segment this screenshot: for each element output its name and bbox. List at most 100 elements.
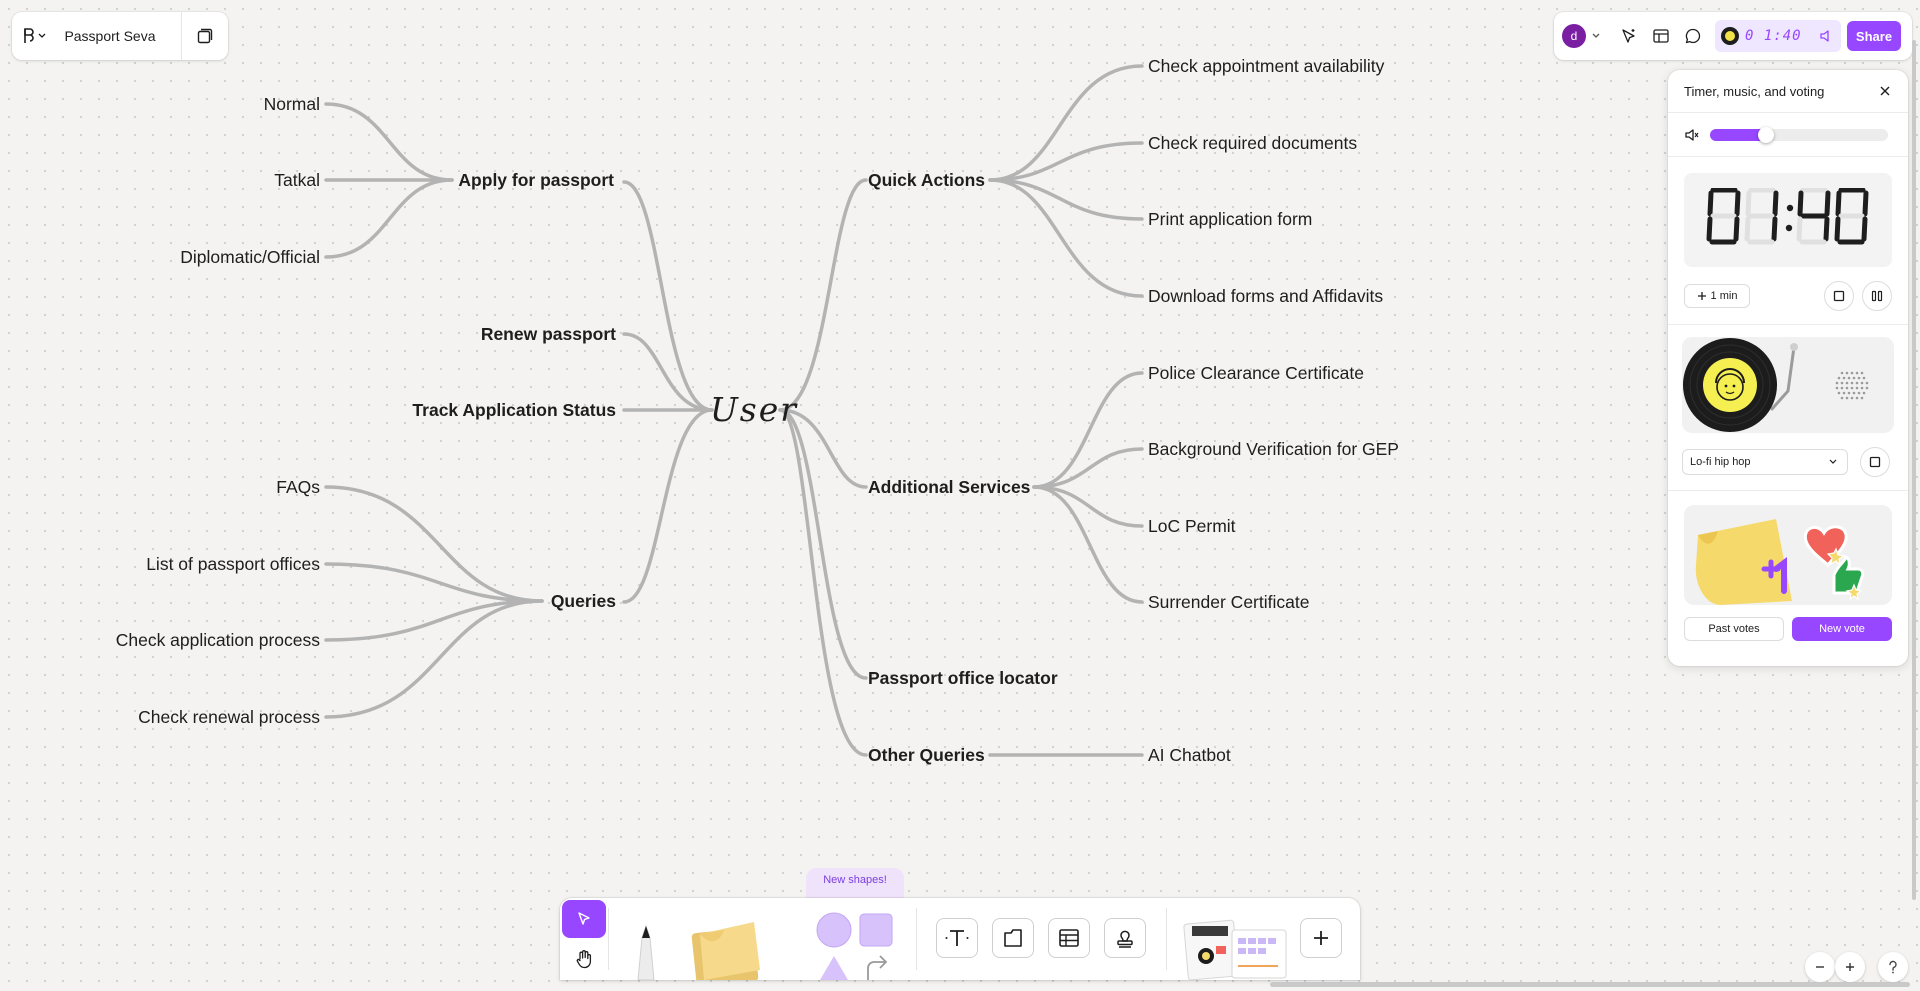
past-votes-button[interactable]: Past votes (1684, 617, 1784, 641)
node-passport-office-locator[interactable]: Passport office locator (868, 668, 1058, 688)
node-check-required-documents[interactable]: Check required documents (1148, 133, 1358, 153)
panel-title: Timer, music, and voting (1684, 83, 1825, 99)
vinyl-record-illustration (1683, 338, 1869, 432)
node-check-appointment-availability[interactable]: Check appointment availability (1148, 56, 1385, 76)
node-loc-permit[interactable]: LoC Permit (1148, 516, 1236, 536)
node-surrender-certificate[interactable]: Surrender Certificate (1148, 592, 1310, 612)
stop-icon (1833, 290, 1845, 302)
ai-actions-button[interactable] (1613, 20, 1645, 52)
node-other-queries[interactable]: Other Queries (868, 745, 985, 765)
connector (324, 102, 454, 182)
text-tool-button[interactable] (936, 918, 978, 958)
connector (1032, 371, 1144, 489)
zoom-out-button[interactable] (1805, 952, 1835, 982)
connector (324, 485, 544, 603)
timer-section: 1 min (1668, 156, 1908, 324)
new-vote-button[interactable]: New vote (1792, 617, 1892, 641)
connector (324, 599, 544, 719)
share-button[interactable]: Share (1847, 21, 1901, 51)
close-icon[interactable] (1878, 84, 1892, 98)
section-tool-button[interactable] (992, 918, 1034, 958)
node-download-forms-affidavits[interactable]: Download forms and Affidavits (1148, 286, 1384, 306)
mindmap-root-node[interactable]: User (710, 390, 799, 429)
connector (988, 141, 1144, 182)
horizontal-scrollbar[interactable] (1270, 982, 1910, 987)
plus-icon (1697, 292, 1706, 300)
timer-digit-segment (1734, 190, 1741, 217)
volume-slider[interactable] (1710, 126, 1888, 143)
node-faqs[interactable]: FAQs (276, 477, 320, 497)
pages-icon (197, 28, 213, 44)
chevron-down-icon[interactable] (1591, 32, 1601, 40)
main-menu-button[interactable] (12, 12, 56, 60)
timer-digit-segment (1861, 216, 1868, 242)
help-button[interactable] (1878, 952, 1908, 982)
node-normal[interactable]: Normal (263, 94, 320, 114)
hand-tool-button[interactable] (562, 940, 606, 978)
avatar[interactable]: d (1562, 24, 1586, 48)
sticky-note-tool[interactable] (690, 912, 762, 980)
templates-tool[interactable] (1182, 912, 1292, 980)
timer-controls: 1 min (1684, 281, 1892, 311)
node-quick-actions[interactable]: Quick Actions (868, 170, 986, 190)
file-name[interactable]: Passport Seva (64, 28, 156, 44)
volume-knob[interactable] (1757, 126, 1774, 143)
node-background-verification-gep[interactable]: Background Verification for GEP (1148, 439, 1399, 459)
connector (778, 408, 868, 757)
select-tool-button[interactable] (562, 900, 606, 938)
node-track-application-status[interactable]: Track Application Status (412, 400, 616, 420)
timer-digit-segment (1835, 190, 1842, 217)
vertical-scrollbar[interactable] (1912, 40, 1916, 900)
pause-timer-button[interactable] (1862, 281, 1892, 311)
timer-digit-segment (1823, 216, 1830, 242)
node-check-renewal-process[interactable]: Check renewal process (138, 707, 320, 727)
node-queries[interactable]: Queries (550, 591, 616, 611)
node-ai-chatbot[interactable]: AI Chatbot (1148, 745, 1231, 765)
volume-row (1668, 112, 1908, 156)
shapes-tool[interactable] (810, 910, 894, 980)
timer-pill[interactable]: 0 1:40 (1715, 20, 1841, 52)
zoom-controls (1805, 952, 1865, 982)
node-check-application-process[interactable]: Check application process (115, 630, 320, 650)
volume-fill (1710, 128, 1766, 141)
table-tool-button[interactable] (1048, 918, 1090, 958)
timer-mini-display: 0 1:40 (1745, 28, 1802, 44)
node-list-of-passport-offices[interactable]: List of passport offices (146, 554, 320, 574)
node-print-application-form[interactable]: Print application form (1148, 209, 1313, 229)
section-icon (1004, 929, 1022, 947)
connector (622, 408, 714, 604)
volume-icon[interactable] (1684, 127, 1700, 143)
node-tatkal[interactable]: Tatkal (274, 170, 320, 190)
connector (622, 332, 714, 412)
comments-button[interactable] (1677, 20, 1709, 52)
add-one-minute-button[interactable]: 1 min (1684, 284, 1750, 308)
cursor-icon (578, 912, 590, 925)
pen-tool[interactable] (626, 912, 666, 980)
music-track-select[interactable]: Lo-fi hip hop (1682, 449, 1848, 475)
stop-timer-button[interactable] (1824, 281, 1854, 311)
timer-digit-segment (1744, 216, 1751, 242)
connector (1032, 485, 1144, 528)
node-police-clearance-certificate[interactable]: Police Clearance Certificate (1148, 363, 1364, 383)
connector (778, 408, 868, 489)
pages-button[interactable] (182, 12, 228, 60)
stamp-tool-button[interactable] (1104, 918, 1146, 958)
zoom-in-button[interactable] (1835, 952, 1865, 982)
chevron-down-icon (38, 33, 46, 38)
node-diplomatic-official[interactable]: Diplomatic/Official (180, 247, 320, 267)
music-track-label: Lo-fi hip hop (1690, 456, 1751, 468)
speaker-icon (1820, 30, 1829, 42)
music-stop-button[interactable] (1860, 447, 1890, 477)
timer-digit-segment (1834, 216, 1841, 242)
layout-icon (1653, 29, 1669, 43)
timer-digit-segment (1772, 190, 1779, 217)
timer-digit-segment (1706, 216, 1713, 242)
more-tools-button[interactable] (1300, 918, 1342, 958)
node-apply-for-passport[interactable]: Apply for passport (458, 170, 614, 190)
divider (180, 12, 182, 60)
node-renew-passport[interactable]: Renew passport (480, 324, 616, 344)
layout-button[interactable] (1645, 20, 1677, 52)
connector (988, 178, 1144, 298)
node-additional-services[interactable]: Additional Services (868, 477, 1031, 497)
